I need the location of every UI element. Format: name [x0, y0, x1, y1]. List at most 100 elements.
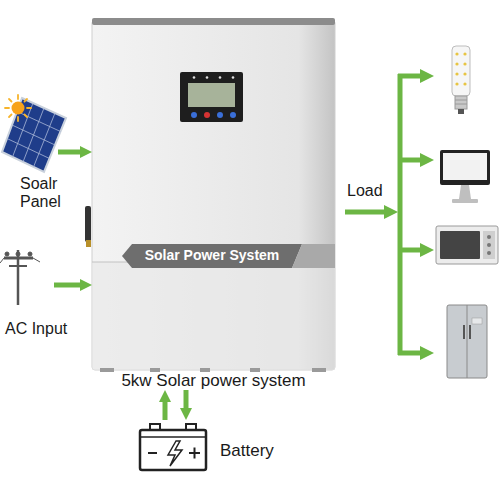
- monitor-icon: [443, 153, 487, 180]
- inverter-body: [100, 368, 114, 372]
- lcd-panel: [188, 83, 235, 107]
- battery-icon: [140, 424, 206, 470]
- power-pole-icon: [0, 250, 40, 305]
- sun-icon: [9, 99, 12, 102]
- microwave-icon: [436, 226, 498, 264]
- ac-input-node: AC Input: [2, 242, 54, 302]
- battery-icon: [194, 448, 196, 459]
- bulb-icon: [455, 82, 458, 85]
- power-pole-icon: [16, 252, 20, 256]
- bulb-icon: [463, 82, 466, 85]
- lcd-panel: [180, 72, 243, 122]
- microwave-icon: [436, 226, 498, 264]
- load-arrows: [398, 74, 420, 79]
- power-pole-icon: [0, 258, 4, 263]
- fridge-icon: [467, 305, 468, 378]
- power-flow-arrow: [184, 390, 189, 408]
- inverter-body: [92, 262, 335, 370]
- name-band: [292, 244, 335, 268]
- sun-icon: [9, 115, 12, 118]
- monitor-icon: [440, 150, 490, 185]
- inverter-body: [92, 20, 335, 370]
- inverter-body: [92, 18, 335, 25]
- solar-panel-node: Soalr Panel: [2, 95, 58, 173]
- sun-icon: [12, 102, 25, 115]
- power-pole-icon: [5, 252, 9, 256]
- battery-icon: [148, 452, 157, 454]
- lcd-panel: [180, 72, 243, 122]
- sun-icon: [17, 95, 19, 99]
- monitor-icon: [459, 185, 471, 199]
- microwave-icon: [487, 235, 491, 239]
- bulb-icon: [455, 72, 458, 75]
- battery-icon: [140, 430, 206, 470]
- band-label: Solar Power System: [122, 247, 302, 263]
- antenna: [86, 240, 91, 247]
- sun-icon: [27, 107, 31, 109]
- battery-label: Battery: [220, 441, 310, 461]
- load-arrows: [398, 158, 420, 163]
- lcd-panel: [217, 112, 223, 118]
- ac-input-label: AC Input: [5, 320, 105, 338]
- sun-icon: [5, 95, 31, 121]
- power-pole-icon: [4, 257, 33, 260]
- load-label: Load: [347, 182, 407, 200]
- microwave-icon: [487, 251, 491, 255]
- microwave-icon: [440, 231, 480, 259]
- fridge-icon: [472, 318, 482, 324]
- lcd-panel: [230, 112, 236, 118]
- antenna: [85, 206, 91, 247]
- bulb-icon: [463, 62, 466, 65]
- lcd-panel: [204, 112, 210, 118]
- monitor-icon: [440, 150, 490, 203]
- inverter-body: [312, 368, 326, 372]
- lcd-panel: [206, 76, 209, 79]
- load-arrows: [398, 248, 420, 253]
- inverter-body: [92, 18, 335, 372]
- battery-icon: [168, 441, 182, 466]
- microwave-icon: [483, 231, 495, 259]
- solar-panel-icon: [23, 108, 44, 162]
- antenna: [85, 206, 91, 242]
- load-arrows: [345, 210, 384, 215]
- bulb-icon: [455, 96, 467, 109]
- microwave-icon: [487, 243, 491, 247]
- lcd-panel: [191, 112, 197, 118]
- power-flow-arrow: [58, 150, 80, 155]
- fridge-icon: [447, 305, 487, 378]
- bulb-icon: [455, 100, 467, 101]
- load-arrows: [398, 74, 403, 355]
- sun-icon: [25, 99, 28, 102]
- connector-group: [54, 152, 186, 420]
- fridge-icon: [463, 325, 465, 339]
- bulb-icon: [452, 46, 470, 114]
- sun-icon: [25, 115, 28, 118]
- lcd-panel: [232, 76, 235, 79]
- power-flow-arrow: [54, 283, 80, 288]
- sun-icon: [5, 107, 9, 109]
- load-arrows: [398, 351, 420, 356]
- power-pole-icon: [9, 265, 27, 267]
- battery-node: Battery: [138, 420, 208, 472]
- bulb-icon: [455, 104, 467, 105]
- bulb-icon: [463, 52, 466, 55]
- name-band: [122, 244, 335, 268]
- bulb-icon: [455, 52, 458, 55]
- load-arrows: [345, 74, 420, 355]
- fridge-icon: [447, 305, 487, 378]
- inverter-node: Solar Power System5kw Solar power system: [92, 18, 335, 390]
- lcd-panel: [193, 76, 196, 79]
- power-pole-icon: [28, 252, 32, 256]
- lcd-panel: [219, 76, 222, 79]
- monitor-icon: [452, 199, 478, 203]
- bulb-icon: [458, 109, 464, 114]
- solar-panel-icon: [2, 98, 66, 172]
- sun-icon: [17, 117, 19, 121]
- solar-panel-icon: [2, 98, 66, 172]
- battery-icon: [140, 436, 206, 438]
- fridge-icon: [469, 325, 471, 339]
- power-pole-icon: [33, 258, 40, 262]
